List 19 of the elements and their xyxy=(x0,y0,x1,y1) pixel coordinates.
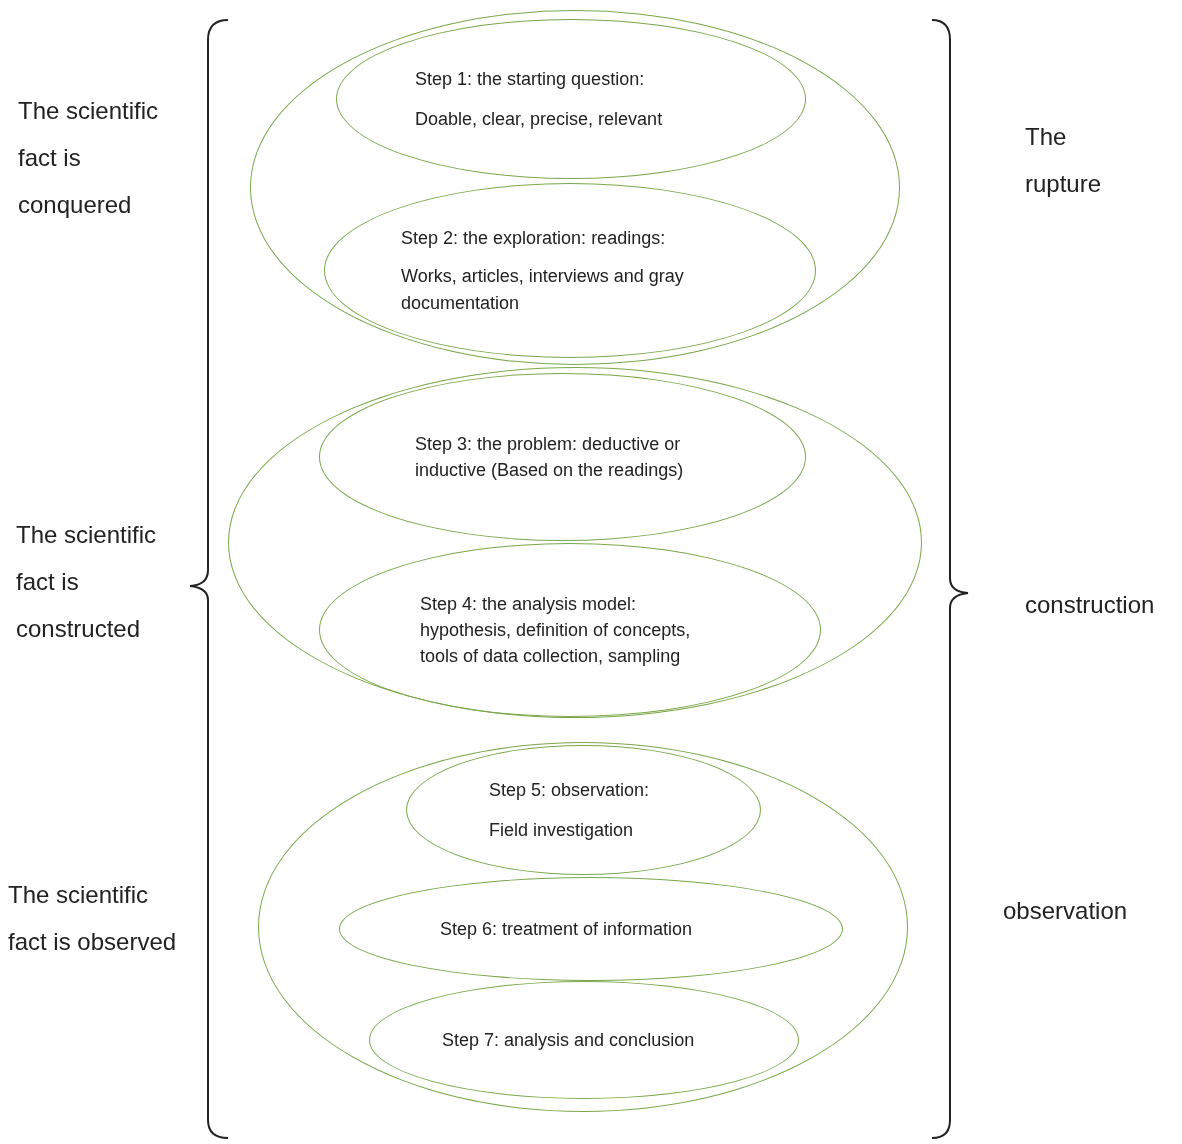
step-text: Step 2: the exploration: readings: xyxy=(401,227,667,251)
step-text: Doable, clear, precise, relevant xyxy=(415,108,664,131)
step-text: Step 6: treatment of information xyxy=(440,917,694,941)
step-text: Step 3: the problem: deductive or inductive (Based on the readings) xyxy=(415,432,685,482)
side-label: observation xyxy=(1003,896,1129,926)
step-text: Step 4: the analysis model: hypothesis, definition of concepts, tools of data collection, sampling xyxy=(420,592,692,669)
step-text: Step 7: analysis and conclusion xyxy=(442,1028,696,1052)
side-label: The rupture xyxy=(1025,122,1103,199)
side-label: construction xyxy=(1025,590,1156,620)
side-label: The scientific fact is observed xyxy=(8,880,178,957)
group-ellipse xyxy=(228,367,922,718)
step-ellipse xyxy=(324,183,816,358)
side-label: The scientific fact is constructed xyxy=(16,520,158,644)
group-ellipse xyxy=(250,10,900,365)
side-label: The scientific fact is conquered xyxy=(18,96,160,220)
step-text: Works, articles, interviews and gray documentation xyxy=(401,265,685,315)
step-text: Step 5: observation: xyxy=(489,778,651,802)
step-text: Step 1: the starting question: xyxy=(415,67,646,91)
step-text: Field investigation xyxy=(489,819,635,842)
